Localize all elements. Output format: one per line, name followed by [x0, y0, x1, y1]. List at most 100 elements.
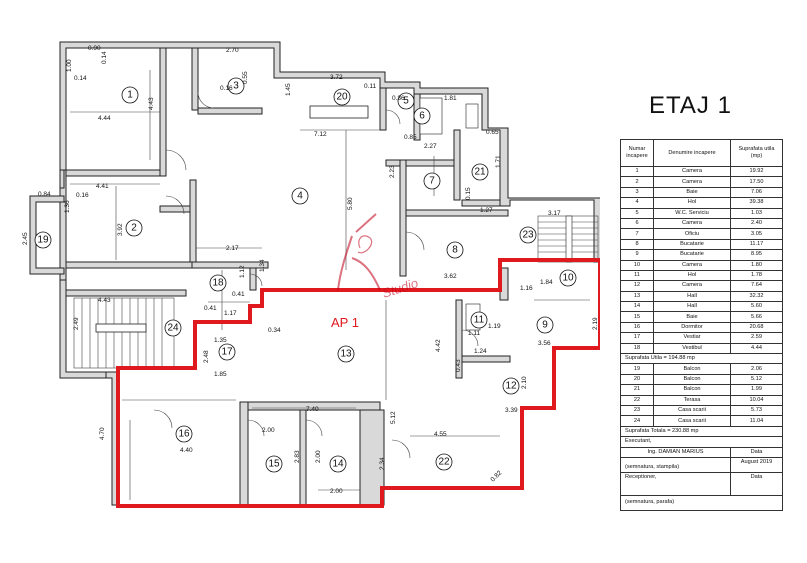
svg-text:17: 17 [221, 347, 233, 358]
legend-room-area: 8.95 [730, 249, 783, 261]
legend-room-number: 4 [620, 197, 654, 209]
room-number-21: 21 [471, 163, 489, 181]
dimension-label: 1.36 [64, 200, 71, 213]
dimension-label: 2.27 [424, 143, 437, 150]
room-number-3: 3 [227, 77, 245, 95]
room-number-18: 18 [209, 274, 227, 292]
legend-room-number: 10 [620, 259, 654, 271]
legend-extra-name: Casa scarii [653, 415, 731, 427]
dimension-label: 1.84 [540, 279, 553, 286]
legend-room-area: 1.03 [730, 207, 783, 219]
legend-header-number: Numar incapere [620, 139, 654, 167]
fixtures [309, 97, 481, 331]
room-number-11: 11 [470, 311, 488, 329]
room-number-19: 19 [34, 231, 52, 249]
legend-room-number: 15 [620, 311, 654, 323]
legend-subtotal: Suprafata Utila = 194.88 mp [620, 353, 783, 365]
svg-text:11: 11 [474, 315, 485, 326]
dimension-label: 0.16 [76, 192, 89, 199]
dimension-label: 2.49 [73, 317, 80, 330]
dimension-label: 4.42 [435, 339, 442, 352]
legend-extra-number: 22 [620, 394, 654, 407]
legend-extra-number: 19 [620, 363, 654, 375]
dimension-label: 4.44 [98, 115, 111, 122]
legend-extra-area: 10.04 [730, 394, 783, 407]
dimension-label: 1.27 [480, 207, 493, 214]
legend-extra-name: Terasa [653, 394, 731, 407]
room-number-16: 16 [175, 425, 193, 443]
svg-text:4: 4 [297, 191, 303, 202]
legend-date-label-2: Data [730, 471, 783, 496]
legend-room-number: 11 [620, 269, 654, 282]
legend-room-area: 7.64 [730, 280, 783, 292]
legend-subtotal-row: Suprafata Utila = 194.88 mp [620, 353, 783, 365]
legend-room-name: Camera [653, 217, 731, 230]
svg-text:13: 13 [340, 349, 352, 360]
watermark-logo: Studio [337, 213, 420, 301]
room-number-7: 7 [423, 172, 441, 190]
legend-executant-name-row: Ing. DAMIAN MARIUS Data [620, 446, 783, 458]
legend-room-name: Camera [653, 280, 731, 292]
legend-date-value: August 2019 [730, 456, 783, 473]
legend-receptioner-sign: (semnatura, parafa) [620, 494, 783, 511]
dimension-label: 0.65 [486, 129, 499, 136]
legend-extra-area: 2.06 [730, 363, 783, 375]
svg-text:14: 14 [332, 459, 344, 470]
dimension-label: 3.72 [330, 74, 343, 81]
legend-extra-area: 1.99 [730, 384, 783, 396]
dimension-label: 2.34 [379, 457, 386, 470]
dimension-label: 2.10 [521, 376, 528, 389]
room-number-4: 4 [291, 187, 309, 205]
dimension-label: 1.85 [214, 371, 227, 378]
dimension-label: 0.14 [74, 75, 87, 82]
dimension-label: 1.11 [468, 330, 481, 337]
svg-text:7: 7 [429, 176, 435, 187]
dimension-label: 1.00 [66, 59, 73, 72]
dimension-label: 3.39 [505, 407, 518, 414]
svg-text:20: 20 [336, 92, 348, 103]
interior-walls [65, 47, 511, 506]
legend-extra-number: 23 [620, 404, 654, 417]
legend-room-name: Vestiar [653, 332, 731, 344]
room-number-17: 17 [218, 343, 236, 361]
legend-room-name: Bucatarie [653, 238, 731, 251]
legend-room-name: Hall [653, 301, 731, 313]
legend-room-area: 3.05 [730, 228, 783, 240]
legend-room-name: Hol [653, 269, 731, 282]
svg-text:3: 3 [233, 81, 239, 92]
legend-total: Suprafata Totala = 230.88 mp [620, 425, 783, 438]
dimension-label: 2.48 [203, 350, 210, 363]
room-legend-table: Numar incapere Denumire incapere Suprafa… [620, 139, 783, 511]
legend-room-name: Baie [653, 186, 731, 199]
legend-room-number: 16 [620, 321, 654, 334]
legend-room-number: 2 [620, 176, 654, 188]
legend-receptioner-sign-row: (semnatura, parafa) [620, 494, 783, 511]
legend-room-area: 17.50 [730, 176, 783, 188]
dimension-label: 1.19 [488, 323, 501, 330]
legend-room-number: 8 [620, 238, 654, 251]
legend-executant-name: Ing. DAMIAN MARIUS [620, 446, 731, 458]
legend-room-area: 11.17 [730, 238, 783, 251]
legend-room-area: 5.66 [730, 311, 783, 323]
legend-extra-area: 5.73 [730, 404, 783, 417]
dimension-label: 4.70 [99, 427, 106, 440]
dimension-label: 2.00 [262, 427, 275, 434]
legend-extra-area: 11.04 [730, 415, 783, 427]
legend-room-area: 39.38 [730, 197, 783, 209]
room-number-23: 23 [519, 226, 537, 244]
legend-extra-number: 20 [620, 373, 654, 386]
legend-room-area: 7.06 [730, 186, 783, 199]
